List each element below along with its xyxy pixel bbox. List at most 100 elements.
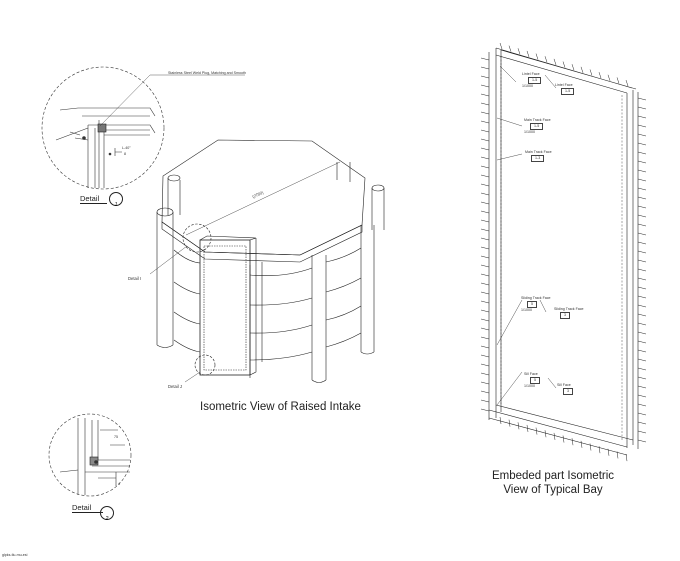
anchor-tick bbox=[625, 454, 628, 462]
bay-face-scale: 1/1000 bbox=[522, 83, 533, 88]
anchor-tick bbox=[480, 381, 490, 385]
anchor-tick bbox=[480, 264, 490, 268]
anchor-tick bbox=[637, 295, 647, 299]
anchor-tick bbox=[637, 313, 647, 317]
anchor-tick bbox=[589, 69, 593, 76]
anchor-tick bbox=[637, 403, 647, 407]
anchor-tick bbox=[499, 416, 502, 425]
detail-1-note: Stainless Steel Weld Plug, Matching and … bbox=[168, 71, 247, 75]
anchor-tick bbox=[637, 286, 647, 290]
bay-face-title: Sliding Track Face bbox=[521, 296, 551, 300]
anchor-tick bbox=[598, 72, 602, 79]
anchor-tick bbox=[637, 358, 647, 362]
bay-face-value: 1-5 bbox=[528, 77, 542, 84]
anchor-tick bbox=[637, 115, 647, 119]
anchor-tick bbox=[637, 205, 647, 209]
bay-face-title: Sliding Track Face bbox=[554, 307, 584, 311]
typical-bay-isometric bbox=[480, 42, 647, 462]
anchor-tick bbox=[637, 394, 647, 398]
anchor-tick bbox=[544, 430, 547, 438]
detail-1-tag-a: L-40° bbox=[122, 146, 131, 150]
anchor-tick bbox=[499, 42, 503, 50]
anchor-tick bbox=[480, 273, 490, 277]
anchor-tick bbox=[480, 228, 490, 232]
anchor-tick bbox=[637, 412, 647, 416]
anchor-tick bbox=[637, 385, 647, 389]
anchor-tick bbox=[480, 354, 490, 358]
detail-2-callout: Detail J bbox=[168, 384, 182, 389]
anchor-tick bbox=[480, 291, 490, 295]
bay-face-title: Lintel Face bbox=[555, 83, 573, 87]
anchor-tick bbox=[637, 232, 647, 236]
anchor-tick bbox=[637, 133, 647, 137]
anchor-tick bbox=[480, 57, 490, 61]
anchor-tick bbox=[607, 448, 610, 456]
bay-face-title: Main Track Face bbox=[525, 150, 552, 154]
anchor-tick bbox=[480, 66, 490, 70]
detail-2-tag-b: 4 bbox=[118, 482, 120, 486]
anchor-tick bbox=[616, 451, 619, 459]
anchor-tick bbox=[598, 446, 601, 454]
anchor-tick bbox=[637, 124, 647, 128]
anchor-tick bbox=[480, 318, 490, 322]
anchor-tick bbox=[637, 106, 647, 110]
detail-2-title: Detail bbox=[72, 503, 104, 513]
detail-2-tag-a: 75 bbox=[114, 435, 118, 439]
anchor-tick bbox=[480, 282, 490, 286]
anchor-tick bbox=[637, 349, 647, 353]
anchor-tick bbox=[544, 56, 548, 63]
bay-caption-line-2: View of Typical Bay bbox=[503, 484, 603, 496]
anchor-tick bbox=[480, 255, 490, 259]
bay-face-scale: 1/1000 bbox=[524, 129, 535, 134]
anchor-tick bbox=[553, 58, 557, 65]
anchor-tick bbox=[553, 432, 556, 440]
anchor-tick bbox=[480, 201, 490, 205]
anchor-tick bbox=[480, 210, 490, 214]
bay-face-title: Lintel Face bbox=[522, 72, 540, 76]
anchor-tick bbox=[562, 61, 566, 68]
bay-face-value: 1-3 bbox=[531, 155, 545, 162]
anchor-tick bbox=[480, 120, 490, 124]
anchor-tick bbox=[637, 178, 647, 182]
detail-2-label: Detail bbox=[72, 503, 92, 512]
anchor-tick bbox=[637, 304, 647, 308]
anchor-tick bbox=[480, 390, 490, 394]
detail-1-view bbox=[41, 66, 245, 190]
anchor-tick bbox=[637, 241, 647, 245]
anchor-tick bbox=[517, 422, 520, 430]
sheet-reference: glpks-tlu-mu-esi bbox=[2, 553, 28, 557]
anchor-tick bbox=[526, 50, 530, 58]
anchor-tick bbox=[480, 336, 490, 340]
anchor-tick bbox=[480, 102, 490, 106]
detail-2-number-circle: 2 bbox=[100, 506, 114, 522]
anchor-tick bbox=[535, 427, 538, 435]
anchor-tick bbox=[480, 156, 490, 160]
bay-face-title: Sill Face bbox=[557, 383, 571, 387]
anchor-tick bbox=[562, 435, 565, 443]
raised-intake-isometric bbox=[149, 139, 385, 383]
detail-1-callout: Detail I bbox=[128, 276, 142, 281]
anchor-tick bbox=[637, 151, 647, 155]
anchor-tick bbox=[637, 268, 647, 272]
anchor-tick bbox=[580, 440, 583, 448]
anchor-tick bbox=[517, 48, 521, 55]
anchor-tick bbox=[637, 223, 647, 227]
anchor-tick bbox=[637, 142, 647, 146]
anchor-tick bbox=[637, 322, 647, 326]
bay-caption-line-1: Embeded part Isometric bbox=[491, 470, 615, 482]
bay-face-value: 3 bbox=[563, 388, 573, 395]
anchor-tick bbox=[535, 53, 539, 60]
anchor-tick bbox=[637, 250, 647, 254]
detail-1-number: 1 bbox=[114, 202, 118, 208]
anchor-tick bbox=[480, 408, 490, 412]
anchor-tick bbox=[480, 129, 490, 133]
anchor-tick bbox=[637, 277, 647, 281]
anchor-tick bbox=[480, 300, 490, 304]
bay-face-title: Main Track Face bbox=[524, 118, 551, 122]
anchor-tick bbox=[480, 84, 490, 88]
detail-1-title: Detail bbox=[80, 194, 108, 204]
